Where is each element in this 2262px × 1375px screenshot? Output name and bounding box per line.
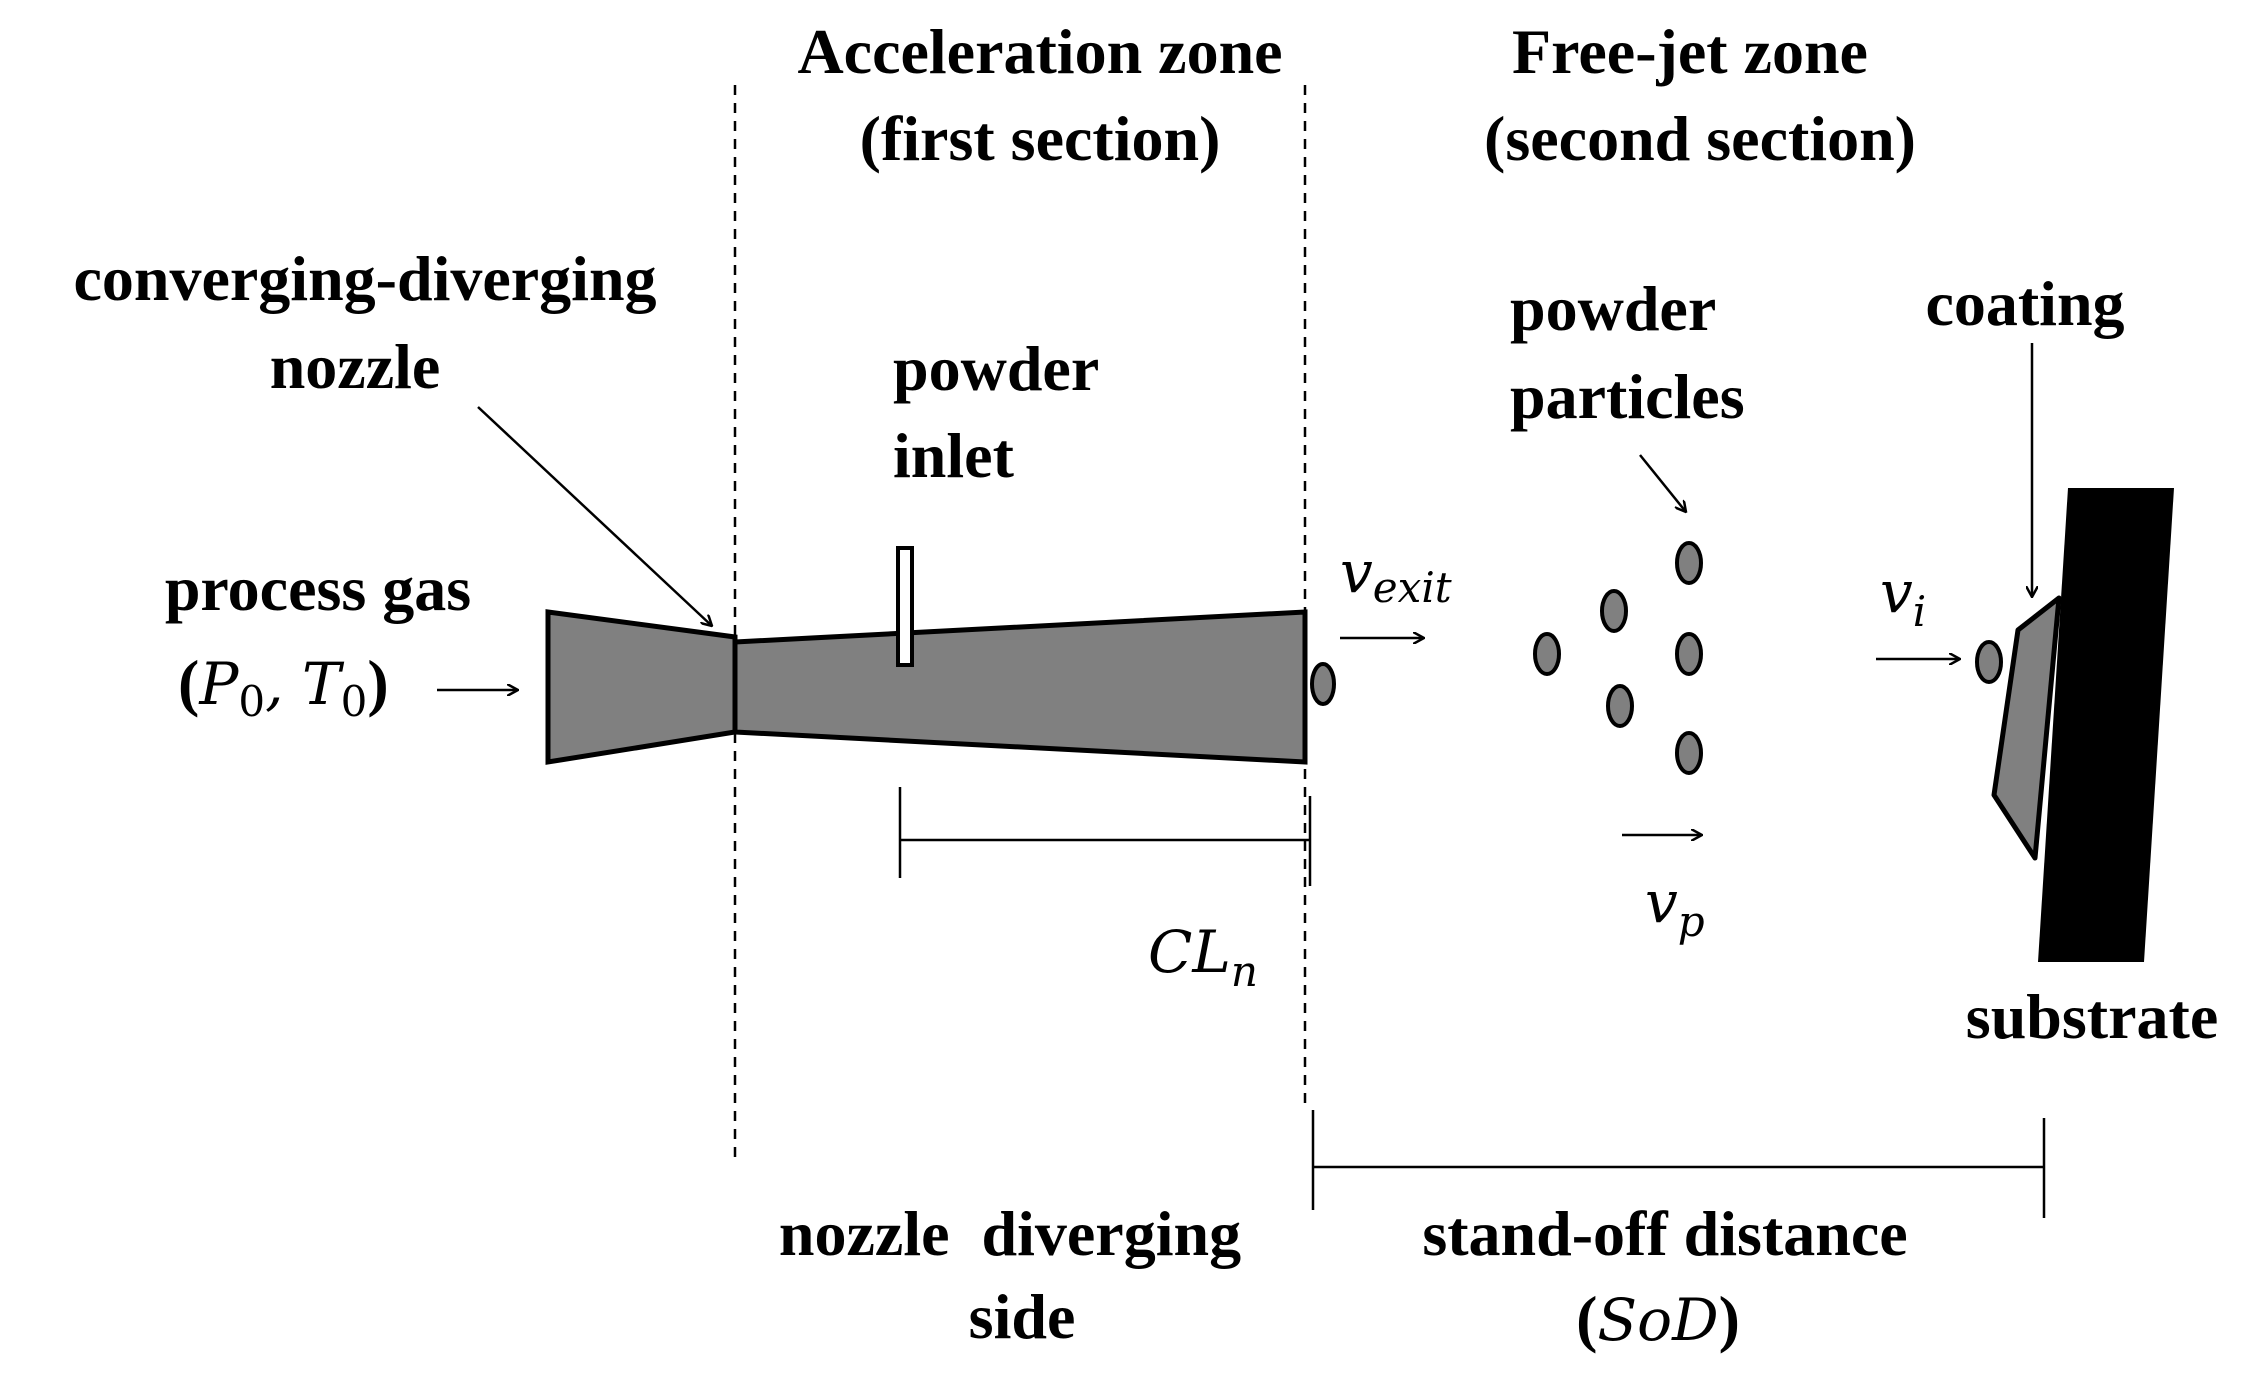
substrate	[2038, 488, 2174, 962]
standoff-label-line2: (SoD)	[1576, 1283, 1740, 1354]
powder-particles-cloud	[1533, 541, 1703, 775]
particles-pointer-arrow	[1639, 454, 1686, 512]
nozzle-label-line2: nozzle	[270, 331, 441, 402]
substrate-label: substrate	[1966, 981, 2218, 1052]
coating-label: coating	[1925, 268, 2124, 339]
particle	[1675, 731, 1703, 775]
v-p-symbol: vp	[1645, 868, 1705, 946]
freejet-zone-subtitle: (second section)	[1484, 103, 1916, 174]
particle	[1675, 541, 1703, 585]
nozzle-converging-section	[545, 609, 738, 765]
particle	[1600, 589, 1628, 633]
particle	[1606, 684, 1634, 728]
standoff-label-line1: stand-off distance	[1422, 1198, 1907, 1269]
particle	[1533, 632, 1561, 676]
powder-particles-label-line2: particles	[1510, 361, 1745, 432]
powder-inlet-label-line1: powder	[893, 333, 1099, 404]
svg-text:vi: vi	[1880, 558, 1926, 636]
particle	[1675, 632, 1703, 676]
process-gas-label: process gas	[165, 553, 471, 624]
standoff-dimension	[1311, 1110, 2046, 1218]
svg-text:vexit: vexit	[1340, 538, 1452, 612]
nozzle-pointer-arrow	[477, 406, 712, 626]
coating-layer	[1991, 595, 2062, 861]
powder-inlet-label-line2: inlet	[893, 420, 1015, 491]
v-exit-symbol: vexit	[1340, 538, 1452, 612]
powder-inlet-tube	[896, 546, 914, 667]
svg-text:(SoD): (SoD)	[1576, 1283, 1740, 1354]
impact-particle	[1975, 640, 2003, 684]
powder-particles-label-line1: powder	[1510, 273, 1716, 344]
cl-n-symbol: CLn	[1148, 918, 1258, 996]
v-i-symbol: vi	[1880, 558, 1926, 636]
cl-n-dimension	[898, 787, 1312, 886]
acceleration-zone-title: Acceleration zone	[797, 16, 1282, 87]
freejet-zone-title: Free-jet zone	[1512, 16, 1868, 87]
exit-particle	[1310, 662, 1336, 706]
svg-text:CLn: CLn	[1148, 918, 1258, 996]
nozzle-diverging-label-line1: nozzle diverging	[779, 1198, 1241, 1269]
nozzle-label-line1: converging-diverging	[73, 243, 656, 314]
acceleration-zone-subtitle: (first section)	[860, 103, 1221, 174]
nozzle-diverging-section	[732, 609, 1308, 765]
nozzle-diverging-label-line2: side	[969, 1281, 1076, 1352]
svg-text:(P0, T0): (P0, T0)	[178, 647, 389, 726]
svg-text:vp: vp	[1645, 868, 1705, 946]
process-gas-conditions: (P0, T0)	[178, 647, 389, 726]
